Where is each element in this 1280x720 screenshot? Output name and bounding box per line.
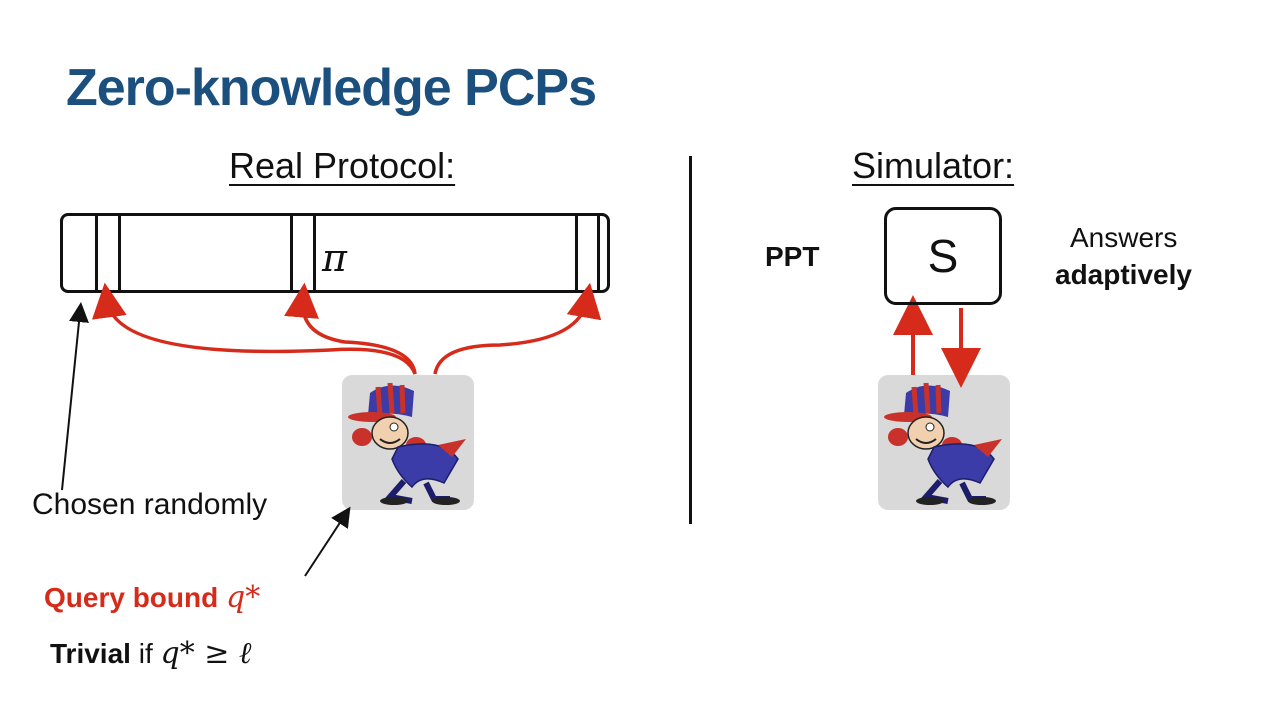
query-arrow: [284, 282, 417, 375]
query-arrow: [433, 282, 602, 375]
trivial-condition: Trivial if q* ≥ ℓ: [50, 636, 251, 671]
slide-title: Zero-knowledge PCPs: [66, 59, 597, 117]
query-bound-arrow: [304, 506, 351, 577]
trivial-word: Trivial: [50, 638, 131, 669]
tape-divider: [95, 213, 98, 293]
tape-divider: [597, 213, 600, 293]
verifier-card: [878, 375, 1010, 510]
proof-symbol: π: [322, 236, 347, 280]
trivial-if: if: [130, 638, 161, 669]
query-bound-math: q*: [226, 580, 261, 615]
adaptively-label: adaptively: [1055, 259, 1192, 290]
simulator-heading: Simulator:: [852, 145, 1015, 186]
ppt-label: PPT: [765, 241, 820, 272]
real-protocol-heading: Real Protocol:: [229, 145, 456, 186]
trivial-math: q* ≥ ℓ: [160, 636, 252, 671]
answers-label: Answers: [1070, 222, 1178, 253]
section-divider: [689, 156, 692, 524]
query-bound-text: Query bound: [44, 582, 226, 613]
tape-divider: [575, 213, 578, 293]
villain-icon: [348, 382, 466, 505]
query-bound-label: Query bound q*: [44, 580, 260, 615]
tape-divider: [290, 213, 293, 293]
tape-divider: [313, 213, 316, 293]
simulator-box: S: [884, 207, 1002, 305]
chosen-randomly-label: Chosen randomly: [32, 488, 268, 521]
villain-icon: [884, 382, 1002, 505]
proof-tape: [60, 213, 610, 293]
chosen-arrow: [61, 302, 89, 491]
query-arrow: [92, 282, 417, 375]
verifier-card: [342, 375, 474, 510]
simulator-box-label: S: [927, 230, 959, 282]
tape-divider: [118, 213, 121, 293]
